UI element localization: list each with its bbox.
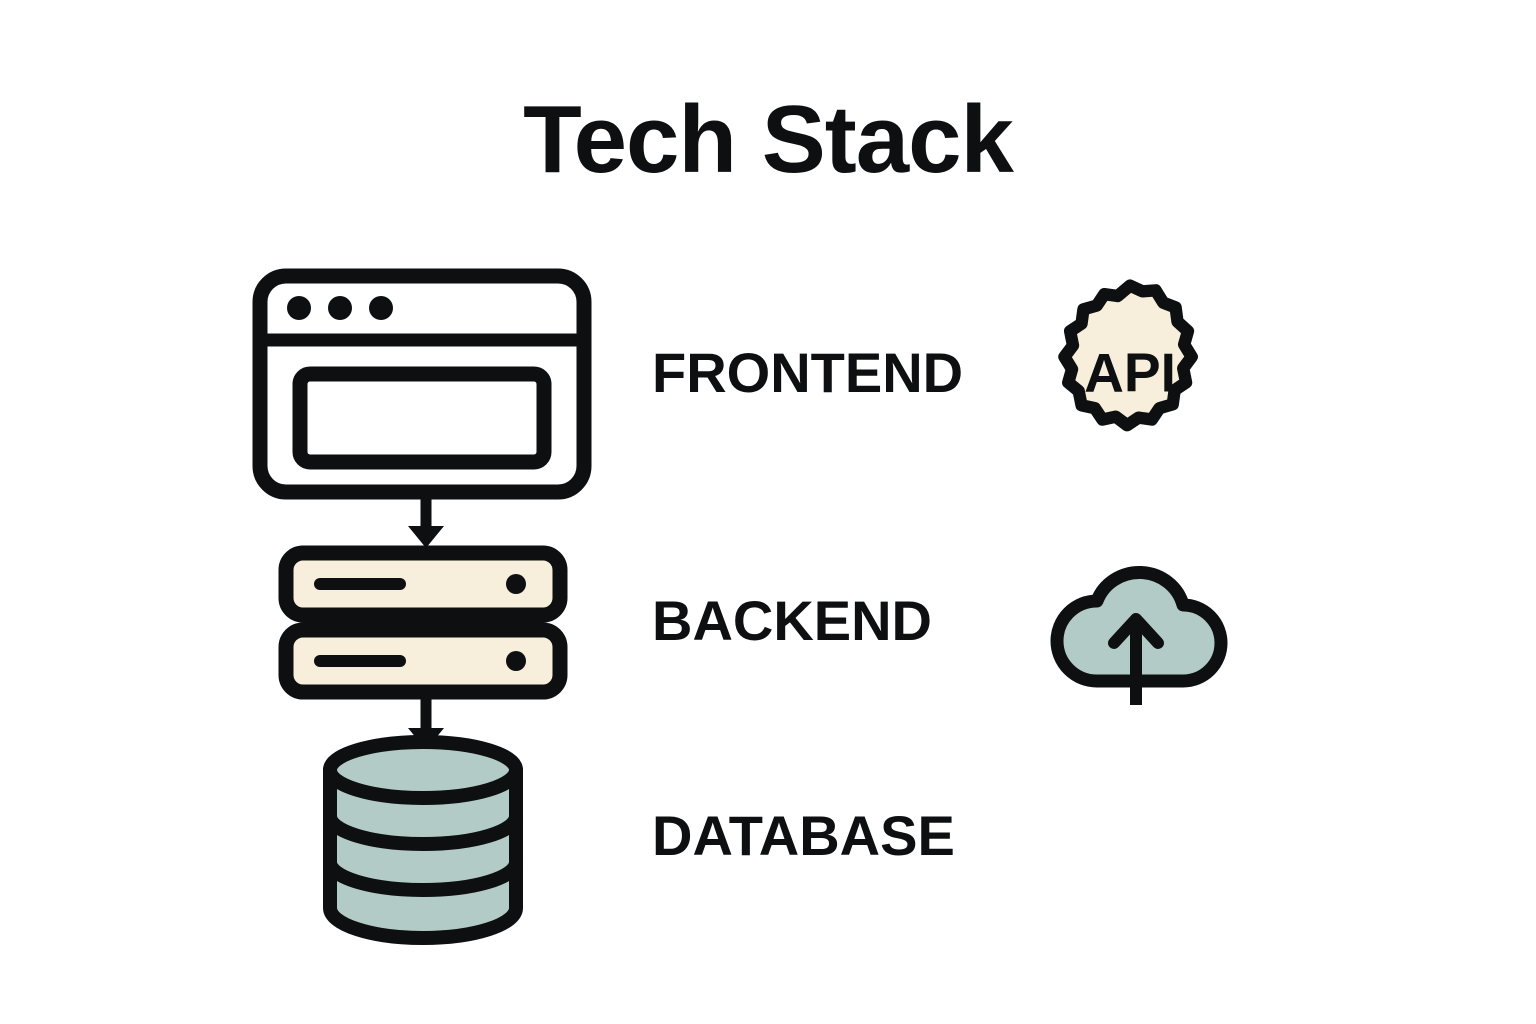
- database-divider-1: [323, 815, 523, 851]
- browser-content-panel: [292, 366, 552, 470]
- server-rack-upper-led: [506, 574, 526, 594]
- server-rack-lower: [278, 622, 568, 700]
- database-cylinder-icon: [318, 735, 528, 945]
- server-racks-icon: [278, 545, 568, 700]
- cloud-arrow-head: [1108, 613, 1164, 649]
- gear-body: [1058, 279, 1198, 432]
- server-rack-upper: [278, 545, 568, 623]
- database-divider-2: [323, 861, 523, 897]
- page-title: Tech Stack: [523, 86, 1014, 193]
- database-top-disc: [323, 735, 523, 805]
- browser-dot-2: [328, 296, 352, 320]
- layer-label-backend: BACKEND: [652, 589, 932, 652]
- arrow-down-icon-frontend-to-backend: [398, 492, 454, 550]
- browser-dot-1: [287, 296, 311, 320]
- browser-dot-3: [369, 296, 393, 320]
- server-rack-lower-led: [506, 651, 526, 671]
- api-badge-label: API: [1084, 341, 1176, 403]
- layer-label-frontend: FRONTEND: [652, 341, 964, 404]
- layer-label-database: DATABASE: [652, 804, 955, 867]
- database-body: [323, 763, 523, 945]
- gear-api-icon: API: [1035, 278, 1225, 468]
- cloud-upload-icon: [1035, 553, 1235, 713]
- browser-window-icon: [252, 268, 592, 500]
